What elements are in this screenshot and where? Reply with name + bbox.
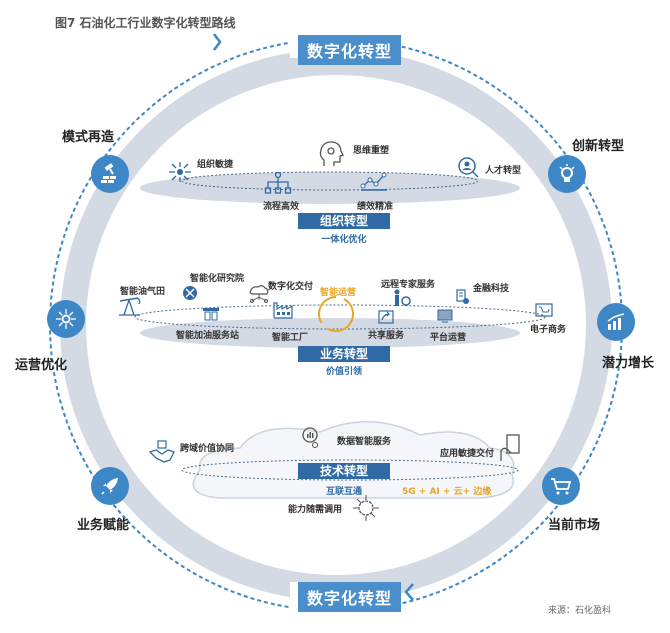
top-banner: 数字化转型: [298, 35, 402, 65]
data-search-icon: [298, 425, 322, 453]
bar-growth-icon: [597, 303, 635, 341]
figure-title: 图7 石油化工行业数字化转型路线: [55, 16, 236, 30]
expert-gear-icon: [392, 289, 412, 311]
org-item-label: 组织敏捷: [197, 160, 234, 170]
outer-node-label: 模式再造: [62, 130, 115, 145]
line-chart-icon: [360, 172, 388, 196]
bottom-banner: 数字化转型: [298, 582, 402, 612]
business-item-label: 智能工厂: [272, 333, 309, 343]
business-item-label: 远程专家服务: [381, 280, 436, 290]
outer-node-label: 运营优化: [15, 358, 68, 373]
org-section-title: 组织转型: [298, 213, 390, 229]
business-item-label: 智能油气田: [120, 287, 166, 297]
cycle-arrows-icon: [318, 296, 354, 332]
business-section-title: 业务转型: [298, 346, 390, 362]
cloud-network-icon: [248, 284, 270, 308]
outer-node-label: 业务赋能: [77, 518, 130, 533]
gavel-bricks-icon: [91, 155, 129, 193]
org-item-label: 人才转型: [485, 166, 522, 176]
hierarchy-icon: [264, 171, 292, 198]
business-item-label: 平台运营: [430, 333, 467, 343]
finance-coin-icon: [455, 289, 471, 309]
source-note: 来源：石化盈科: [548, 606, 612, 616]
head-gear-icon: [318, 140, 344, 172]
outer-node-label: 当前市场: [548, 518, 601, 533]
person-search-icon: [456, 155, 480, 183]
tech-section-subtitle: 互联互通: [325, 487, 362, 497]
shopping-cart-icon: [542, 467, 580, 505]
research-icon: [180, 283, 200, 307]
tech-stack-label: 5G + AI + 云+ 边缘: [402, 487, 492, 497]
business-item-label: 智能加油服务站: [176, 331, 240, 341]
platform-icon: [437, 308, 453, 327]
org-section-subtitle: 一体化优化: [321, 235, 367, 245]
business-item-label: 智能化研究院: [190, 274, 245, 284]
outer-node-label: 创新转型: [572, 139, 625, 154]
oil-pump-icon: [118, 296, 142, 320]
org-item-label: 思维重塑: [353, 146, 390, 156]
network-people-icon: [167, 160, 193, 188]
tech-item-label: 能力随需调用: [288, 505, 343, 515]
business-item-label: 金融科技: [473, 284, 510, 294]
factory-icon: [272, 301, 294, 323]
tech-orbit: [181, 459, 519, 481]
rocket-icon: [91, 467, 129, 505]
handshake-icon: [148, 440, 176, 468]
lightbulb-icon: [548, 155, 586, 193]
org-platform: [140, 172, 520, 204]
arrow-left-icon: [404, 583, 414, 601]
org-item-label: 流程高效: [263, 202, 300, 212]
business-item-label: 电子商务: [530, 325, 567, 335]
gear-network-icon: [47, 300, 85, 338]
tech-section-title: 技术转型: [298, 463, 390, 479]
business-section-subtitle: 价值引领: [325, 367, 362, 377]
share-icon: [378, 309, 394, 328]
business-orbit: [134, 304, 546, 330]
outer-node-label: 潜力增长: [602, 356, 655, 371]
tech-item-label: 数据智能服务: [337, 437, 392, 447]
gas-station-icon: [202, 306, 220, 325]
tech-item-label: 跨域价值协同: [180, 444, 235, 454]
tech-item-label: 应用敏捷交付: [440, 449, 495, 459]
hand-device-icon: [497, 433, 521, 467]
virus-network-icon: [352, 494, 380, 526]
org-item-label: 绩效精准: [357, 202, 394, 212]
ecommerce-icon: [535, 302, 553, 321]
center-label: 智能运营: [320, 288, 357, 298]
business-item-label: 共享服务: [368, 331, 405, 341]
business-item-label: 数字化交付: [268, 282, 314, 292]
arrow-right-icon: [213, 33, 222, 51]
business-platform: [140, 318, 520, 348]
org-orbit: [181, 171, 479, 191]
